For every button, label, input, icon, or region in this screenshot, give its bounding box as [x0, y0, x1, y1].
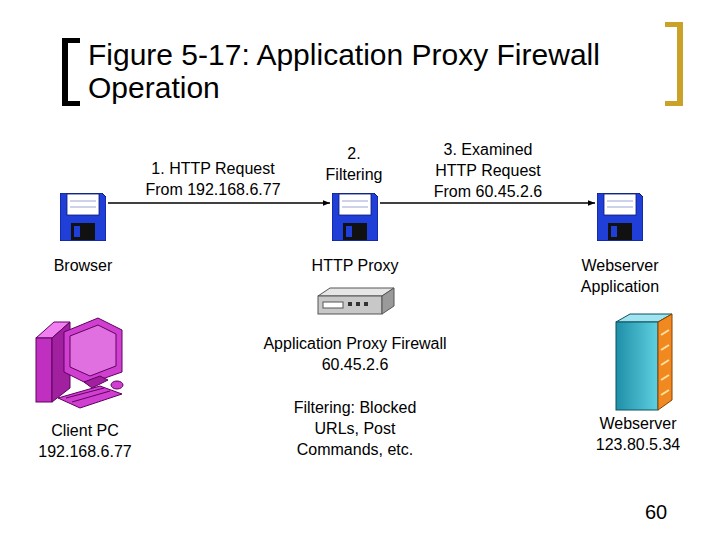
- label-line: [342, 201, 368, 202]
- disk-body: [60, 193, 106, 241]
- label-line: [607, 207, 633, 208]
- bracket-tick: [62, 101, 80, 106]
- label-line: [70, 201, 96, 202]
- keyboard: [58, 386, 122, 408]
- device-light: [364, 302, 368, 306]
- device-side: [382, 288, 394, 314]
- slide-title: Figure 5-17: Application Proxy Firewall …: [88, 38, 648, 104]
- left-bracket: [62, 38, 80, 106]
- disk-label: [604, 194, 636, 215]
- disk-shutter: [608, 223, 632, 240]
- flow-arrow: [108, 202, 330, 203]
- disk-body: [332, 193, 378, 241]
- edge-label: 3. Examined HTTP Request From 60.45.2.6: [428, 139, 548, 202]
- label-line: [70, 207, 96, 208]
- keyboard-keys: [72, 391, 110, 402]
- disk-shutter: [343, 223, 367, 240]
- server-vent: [661, 390, 669, 395]
- server-vent: [661, 375, 669, 380]
- server-vent: [661, 360, 669, 365]
- disk-shutter: [71, 223, 95, 240]
- monitor-screen: [70, 325, 116, 376]
- device-top: [318, 288, 394, 296]
- step-label: 2. Filtering: [319, 143, 389, 185]
- device-light: [348, 302, 352, 306]
- client-pc-illustration: [36, 318, 123, 408]
- keyboard-keys: [66, 388, 104, 398]
- device-caption: Application Proxy Firewall 60.45.2.6: [245, 333, 465, 375]
- server-front: [616, 322, 658, 410]
- device-front: [318, 296, 382, 314]
- device-slot: [323, 302, 343, 308]
- server-vent: [661, 330, 669, 335]
- bracket-bar: [677, 22, 683, 106]
- filter-note: Filtering: Blocked URLs, Post Commands, …: [275, 397, 435, 460]
- bracket-bar: [62, 38, 68, 106]
- device-light: [356, 302, 360, 306]
- device-caption: Webserver 123.80.5.34: [583, 413, 693, 455]
- shutter-window: [611, 226, 617, 237]
- device-caption: Client PC 192.168.6.77: [30, 420, 140, 462]
- label-line: [607, 201, 633, 202]
- bracket-tick: [665, 101, 683, 106]
- monitor-stand: [84, 376, 108, 388]
- mouse: [111, 381, 123, 389]
- floppy-node: HTTP Proxy: [332, 193, 378, 241]
- shutter-window: [346, 226, 352, 237]
- right-bracket: [665, 22, 683, 106]
- monitor-body: [64, 318, 122, 384]
- disk-body: [597, 193, 643, 241]
- label-line: [342, 207, 368, 208]
- disk-label: [339, 194, 371, 215]
- floppy-icon: [332, 193, 378, 241]
- tower-side: [36, 338, 52, 402]
- shutter-window: [74, 226, 80, 237]
- floppy-node: Browser: [60, 193, 106, 241]
- webserver-illustration: [616, 314, 672, 410]
- firewall-device: [318, 288, 394, 314]
- bracket-tick: [62, 38, 80, 43]
- bracket-tick: [665, 22, 683, 27]
- server-side: [658, 314, 672, 410]
- floppy-node: Webserver Application: [597, 193, 643, 241]
- node-caption: HTTP Proxy: [295, 255, 415, 276]
- server-vent: [661, 345, 669, 350]
- disk-label: [67, 194, 99, 215]
- node-caption: Webserver Application: [570, 255, 670, 297]
- page-number: 60: [636, 499, 676, 525]
- floppy-icon: [597, 193, 643, 241]
- floppy-icon: [60, 193, 106, 241]
- node-caption: Browser: [33, 255, 133, 276]
- edge-label: 1. HTTP Request From 192.168.6.77: [138, 158, 288, 200]
- flow-arrow: [380, 202, 595, 203]
